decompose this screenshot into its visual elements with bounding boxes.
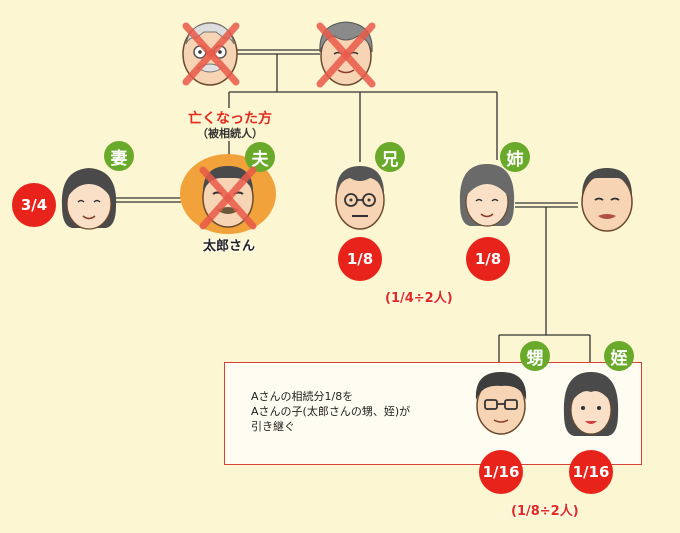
nephew-share-badge: 1/16 — [479, 450, 523, 494]
box-text-line: Aさんの相続分1/8を — [251, 390, 354, 403]
husband-face-icon — [199, 166, 257, 230]
grandfather-face-icon — [182, 22, 240, 86]
brother-in-law-face-icon — [581, 168, 633, 232]
husband-relation-badge: 夫 — [245, 142, 275, 172]
deceased-subtitle: （被相続人） — [180, 125, 280, 141]
brother-face-icon — [335, 166, 385, 230]
box-text-line: Aさんの子(太郎さんの甥、姪)が — [251, 405, 411, 418]
niece-share-badge: 1/16 — [569, 450, 613, 494]
grandmother-face-icon — [316, 21, 376, 88]
niece-relation-badge: 姪 — [604, 341, 634, 371]
brother-share-badge: 1/8 — [338, 237, 382, 281]
wife-face-icon — [61, 168, 117, 230]
sister-face-icon — [459, 164, 515, 227]
sister-share-badge: 1/8 — [466, 237, 510, 281]
nephew-face-icon — [475, 372, 527, 435]
deceased-title: 亡くなった方 — [180, 108, 280, 128]
wife-relation-badge: 妻 — [104, 141, 134, 171]
box-text: Aさんの相続分1/8を Aさんの子(太郎さんの甥、姪)が 引き継ぐ — [251, 389, 410, 434]
taro-label: 太郎さん — [202, 239, 255, 254]
sister-relation-badge: 姉 — [500, 142, 530, 172]
wife-share-badge: 3/4 — [12, 183, 56, 227]
child-calc-note: (1/8÷2人) — [511, 504, 579, 519]
box-text-line: 引き継ぐ — [251, 420, 295, 433]
nephew-relation-badge: 甥 — [520, 341, 550, 371]
niece-face-icon — [563, 372, 619, 436]
brother-relation-badge: 兄 — [375, 142, 405, 172]
sibling-calc-note: (1/4÷2人) — [385, 291, 453, 306]
